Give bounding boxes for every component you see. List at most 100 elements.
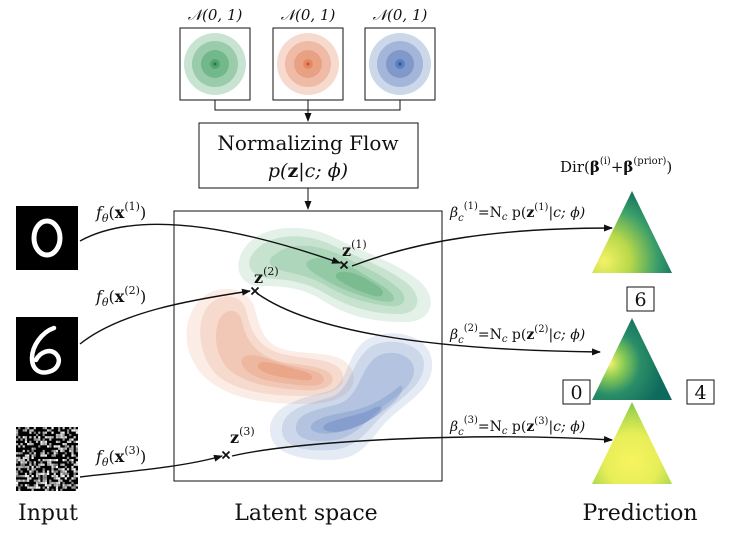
noise-pixel xyxy=(64,470,67,473)
noise-pixel xyxy=(69,484,72,487)
noise-pixel xyxy=(24,429,28,432)
noise-pixel xyxy=(27,427,30,430)
noise-pixel xyxy=(40,461,43,464)
noise-pixel xyxy=(55,465,59,469)
noise-pixel xyxy=(47,484,50,487)
noise-pixel xyxy=(55,459,59,462)
noise-pixel xyxy=(71,445,74,448)
noise-pixel xyxy=(71,465,74,469)
noise-pixel xyxy=(62,472,65,475)
noise-pixel xyxy=(24,465,28,469)
prior-gaussian-3 xyxy=(369,33,431,95)
noise-pixel xyxy=(31,470,34,473)
noise-pixel xyxy=(16,484,19,487)
noise-pixel xyxy=(42,472,45,475)
noise-pixel xyxy=(62,443,65,446)
noise-pixel xyxy=(31,486,34,489)
noise-pixel xyxy=(16,459,19,462)
noise-pixel xyxy=(35,472,39,475)
noise-pixel xyxy=(33,427,36,430)
noise-pixel xyxy=(71,454,74,457)
noise-pixel xyxy=(29,431,32,434)
noise-pixel xyxy=(16,479,19,482)
noise-pixel xyxy=(31,468,34,471)
noise-pixel xyxy=(66,445,70,448)
noise-pixel xyxy=(35,484,39,487)
noise-pixel xyxy=(47,488,50,491)
noise-pixel xyxy=(35,486,39,489)
noise-pixel xyxy=(66,484,70,487)
noise-pixel xyxy=(16,456,19,459)
noise-pixel xyxy=(66,429,70,432)
noise-pixel xyxy=(53,470,56,473)
noise-pixel xyxy=(64,484,67,487)
noise-pixel xyxy=(47,486,50,489)
noise-pixel xyxy=(49,429,52,432)
noise-pixel xyxy=(71,447,74,450)
prior-panel-1: 𝒩(0, 1) xyxy=(179,6,251,101)
noise-pixel xyxy=(75,447,78,450)
noise-pixel xyxy=(42,459,45,462)
noise-pixel xyxy=(49,463,52,466)
noise-pixel xyxy=(53,477,56,480)
noise-pixel xyxy=(18,465,21,469)
noise-pixel xyxy=(33,479,36,482)
noise-pixel xyxy=(53,454,56,457)
noise-pixel xyxy=(42,427,45,430)
noise-pixel xyxy=(75,445,78,448)
noise-pixel xyxy=(27,449,30,453)
noise-pixel xyxy=(73,484,76,487)
noise-pixel xyxy=(58,440,61,443)
noise-pixel xyxy=(75,475,78,478)
noise-pixel xyxy=(60,463,63,466)
noise-pixel xyxy=(42,433,45,437)
noise-pixel xyxy=(16,472,19,475)
noise-pixel xyxy=(44,488,47,491)
noise-pixel xyxy=(35,475,39,478)
noise-pixel xyxy=(20,465,23,469)
noise-pixel xyxy=(35,479,39,482)
noise-pixel xyxy=(20,463,23,466)
noise-pixel xyxy=(51,427,54,430)
noise-pixel xyxy=(42,470,45,473)
noise-pixel xyxy=(62,463,65,466)
noise-pixel xyxy=(73,470,76,473)
noise-pixel xyxy=(27,479,30,482)
noise-pixel xyxy=(24,472,28,475)
noise-pixel xyxy=(38,486,41,489)
noise-pixel xyxy=(18,445,21,448)
noise-pixel xyxy=(42,449,45,453)
prior-label-2: 𝒩(0, 1) xyxy=(281,6,336,24)
noise-pixel xyxy=(40,472,43,475)
noise-pixel xyxy=(33,454,36,457)
input-digit-six xyxy=(16,317,78,381)
noise-pixel xyxy=(47,472,50,475)
noise-pixel xyxy=(53,445,56,448)
noise-pixel xyxy=(62,481,65,485)
noise-pixel xyxy=(29,440,32,443)
noise-pixel xyxy=(58,436,61,439)
noise-pixel xyxy=(69,433,72,437)
noise-pixel xyxy=(73,427,76,430)
noise-pixel xyxy=(27,443,30,446)
noise-pixel xyxy=(20,459,23,462)
noise-pixel xyxy=(24,461,28,464)
noise-pixel xyxy=(55,436,59,439)
noise-pixel xyxy=(18,456,21,459)
noise-pixel xyxy=(31,443,34,446)
noise-pixel xyxy=(55,449,59,453)
noise-pixel xyxy=(44,472,47,475)
noise-pixel xyxy=(18,475,21,478)
latent-label-1: z(1) xyxy=(342,238,367,260)
noise-pixel xyxy=(62,447,65,450)
noise-pixel xyxy=(71,459,74,462)
noise-pixel xyxy=(40,454,43,457)
noise-pixel xyxy=(73,463,76,466)
noise-pixel xyxy=(69,479,72,482)
noise-pixel xyxy=(20,484,23,487)
noise-pixel xyxy=(53,452,56,455)
noise-pixel xyxy=(51,470,54,473)
noise-pixel xyxy=(16,433,19,437)
noise-pixel xyxy=(73,486,76,489)
noise-pixel xyxy=(18,452,21,455)
